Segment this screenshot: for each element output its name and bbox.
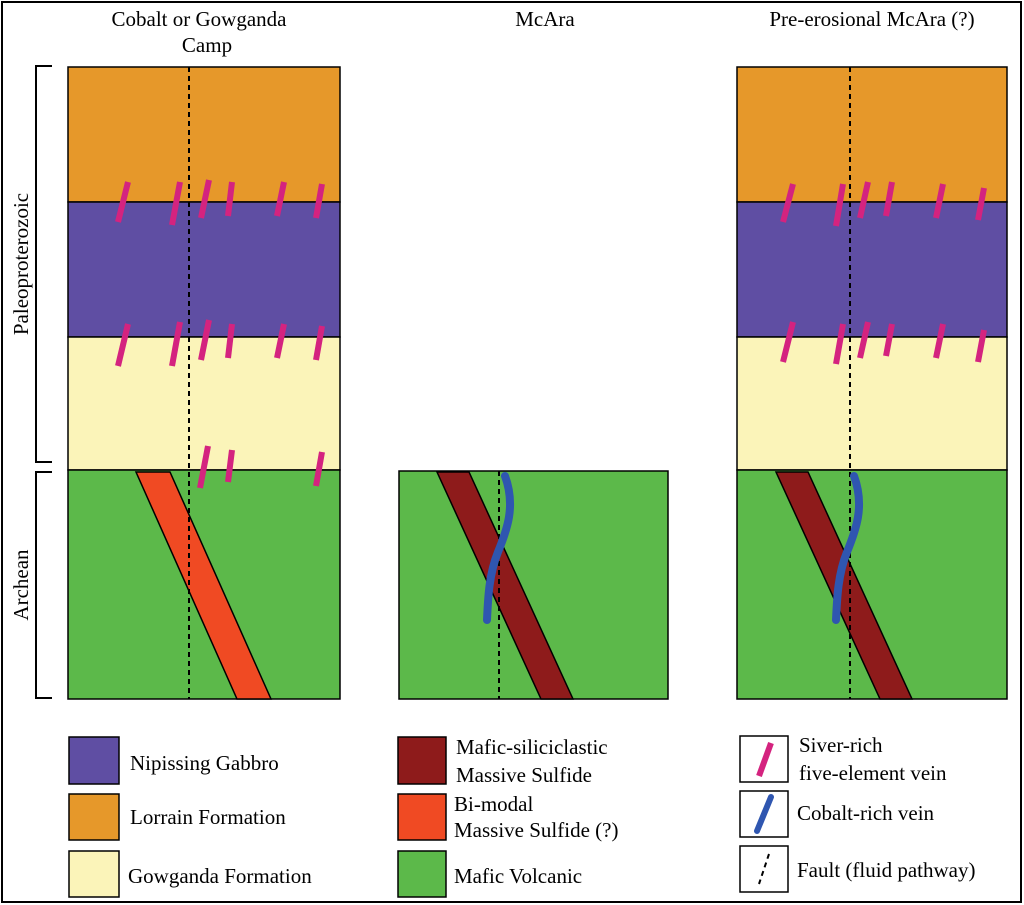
nipissing-layer (67, 201, 341, 338)
title-pre-erosional: Pre-erosional McAra (?) (769, 7, 974, 31)
silver-vein (198, 319, 212, 361)
title-cobalt-line1: Cobalt or Gowganda (112, 7, 288, 31)
silver-vein (780, 321, 796, 363)
cobalt-vein (483, 472, 515, 624)
legend-label-bimodal-2: Massive Sulfide (?) (454, 818, 618, 842)
column-mcara (398, 470, 669, 700)
legend-item-lorrain: Lorrain Formation (68, 793, 286, 841)
mafic-volcanic-swatch (397, 850, 447, 898)
paleoproterozoic-bracket (35, 65, 52, 463)
silver-vein (225, 323, 235, 359)
title-mcara: McAra (515, 7, 575, 31)
lorrain-layer (736, 66, 1008, 203)
silver-vein (313, 183, 325, 219)
silver-vein (780, 183, 796, 223)
silver-vein (975, 187, 987, 221)
legend-label-silver-1: Siver-rich (799, 733, 883, 757)
silver-vein (933, 183, 946, 219)
legend-label-gowganda: Gowganda Formation (128, 864, 312, 888)
silver-vein (169, 181, 183, 226)
nipissing-layer (736, 201, 1008, 338)
fault-swatch (739, 845, 789, 893)
legend-label-cobalt-vein: Cobalt-rich vein (797, 801, 935, 825)
mafic-siliciclastic-sulfide-body (435, 471, 575, 700)
legend-label-silver-2: five-element vein (799, 761, 947, 785)
silver-vein (933, 323, 946, 359)
legend-item-mafic-volcanic: Mafic Volcanic (397, 850, 582, 898)
lorrain-swatch (68, 793, 120, 841)
legend-label-nipissing: Nipissing Gabbro (130, 751, 279, 775)
mafic-siliciclastic-sulfide-body (774, 471, 914, 700)
legend-label-fault: Fault (fluid pathway) (797, 858, 975, 882)
lorrain-layer (67, 66, 341, 203)
silver-vein (115, 323, 131, 367)
silver-vein (975, 329, 987, 363)
mafic-siliciclastic-swatch (397, 736, 447, 785)
legend-label-bimodal-1: Bi-modal (454, 792, 533, 816)
bimodal-sulfide-body (134, 471, 273, 700)
legend-item-silver-vein: Siver-rich five-element vein (739, 733, 947, 785)
silver-vein (197, 445, 211, 489)
silver-vein (313, 325, 325, 361)
gowganda-swatch (68, 850, 120, 898)
column-cobalt-gowganda (67, 66, 341, 700)
legend-item-gowganda: Gowganda Formation (68, 850, 312, 898)
silver-vein (115, 181, 131, 223)
legend-item-nipissing: Nipissing Gabbro (68, 736, 279, 785)
silver-vein (883, 323, 895, 357)
gowganda-layer (736, 336, 1008, 471)
silver-vein (833, 323, 846, 365)
nipissing-swatch (68, 736, 120, 785)
legend-label-mafic-siliciclastic-2: Massive Sulfide (456, 763, 592, 787)
silver-vein (857, 181, 871, 219)
archean-bracket (35, 471, 52, 699)
silver-vein (169, 321, 183, 367)
silver-vein (857, 321, 871, 359)
legend-item-bimodal: Bi-modal Massive Sulfide (?) (397, 792, 618, 842)
silver-vein (313, 451, 325, 487)
silver-vein (274, 181, 287, 217)
legend-item-cobalt-vein: Cobalt-rich vein (739, 790, 935, 838)
legend-label-mafic-volcanic: Mafic Volcanic (454, 864, 582, 888)
silver-vein (883, 181, 895, 217)
legend-item-mafic-siliciclastic: Mafic-siliciclastic Massive Sulfide (397, 735, 608, 787)
legend-item-fault: Fault (fluid pathway) (739, 845, 975, 893)
silver-vein (225, 449, 235, 483)
legend-label-lorrain: Lorrain Formation (130, 805, 286, 829)
silver-vein (198, 179, 212, 219)
silver-vein-icon (756, 741, 774, 778)
column-pre-erosional-mcara (736, 66, 1008, 700)
silver-vein (833, 183, 846, 227)
title-cobalt-line2: Camp (182, 33, 232, 57)
bimodal-swatch (397, 793, 447, 841)
cobalt-vein-icon (754, 794, 774, 834)
era-label-archean: Archean (9, 549, 33, 621)
legend-label-mafic-siliciclastic-1: Mafic-siliciclastic (456, 735, 608, 759)
era-label-paleoproterozoic: Paleoproterozoic (9, 193, 33, 335)
silver-vein (225, 181, 235, 217)
silver-vein (274, 323, 287, 359)
cobalt-vein (832, 472, 864, 624)
